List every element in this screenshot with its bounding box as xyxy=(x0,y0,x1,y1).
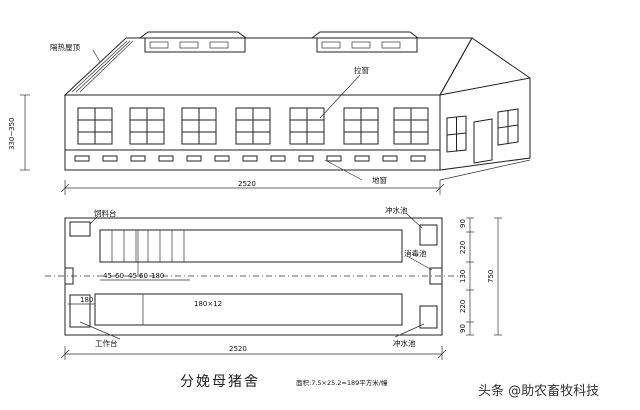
pen-row-upper xyxy=(99,229,403,263)
caption-title: 分娩母猪舍 xyxy=(180,374,260,390)
label-ground-window: 地窗 xyxy=(372,175,387,185)
pull-windows xyxy=(77,107,429,145)
label-pull-window: 拉窗 xyxy=(354,65,369,75)
wash-pool-top xyxy=(419,224,438,246)
dim-180-a: 180 xyxy=(151,272,164,280)
wash-pool-bottom xyxy=(419,305,438,329)
dim-right-90-b: 90 xyxy=(459,324,467,333)
roof xyxy=(63,37,473,96)
gable-end xyxy=(439,37,531,171)
label-pen-size: 180×12 xyxy=(194,300,222,308)
dim-right-220-b: 220 xyxy=(459,300,467,313)
dim-45-b: 45 xyxy=(128,272,137,280)
dim-60-b: 60 xyxy=(139,272,148,280)
dim-height: 330~350 xyxy=(8,117,16,150)
label-insulated-roof: 隔热屋顶 xyxy=(50,42,80,52)
dim-length-top: 2520 xyxy=(238,180,256,188)
caption-area: 面积:7.5×25.2=189平方米/幢 xyxy=(296,378,388,387)
dim-right-220-a: 220 xyxy=(459,241,467,254)
label-wash-pool-bottom: 冲水池 xyxy=(393,338,416,348)
roof-ventilator-2 xyxy=(310,31,420,53)
dim-180-b: 180 xyxy=(80,296,93,304)
label-disinfect-pool: 消毒池 xyxy=(404,248,427,258)
work-platform xyxy=(69,294,91,328)
roof-ventilator-1 xyxy=(138,31,248,53)
pen-row-lower xyxy=(94,293,403,326)
watermark: 头条 @助农畜牧科技 xyxy=(478,383,599,399)
gable-door xyxy=(473,118,493,164)
dim-right-130: 130 xyxy=(459,270,467,283)
dim-45-a: 45 xyxy=(103,272,112,280)
gable-windows xyxy=(446,108,519,153)
dim-right-90-a: 90 xyxy=(459,219,467,228)
label-wash-pool-top: 冲水池 xyxy=(385,205,408,215)
roof-hatching xyxy=(67,39,134,93)
disinfect-pool-right xyxy=(429,267,443,285)
feed-platform xyxy=(69,221,91,237)
front-wall xyxy=(64,94,441,171)
label-work-platform: 工作台 xyxy=(95,338,118,348)
label-feed-platform: 饲料台 xyxy=(94,208,117,218)
elevation-view xyxy=(20,31,531,195)
dim-60-a: 60 xyxy=(115,272,124,280)
ground-windows xyxy=(74,155,426,162)
disinfect-pool-left xyxy=(64,267,74,285)
plan-view xyxy=(45,213,502,360)
dim-total-width: 750 xyxy=(487,270,495,283)
dim-length-bottom: 2520 xyxy=(229,345,247,353)
